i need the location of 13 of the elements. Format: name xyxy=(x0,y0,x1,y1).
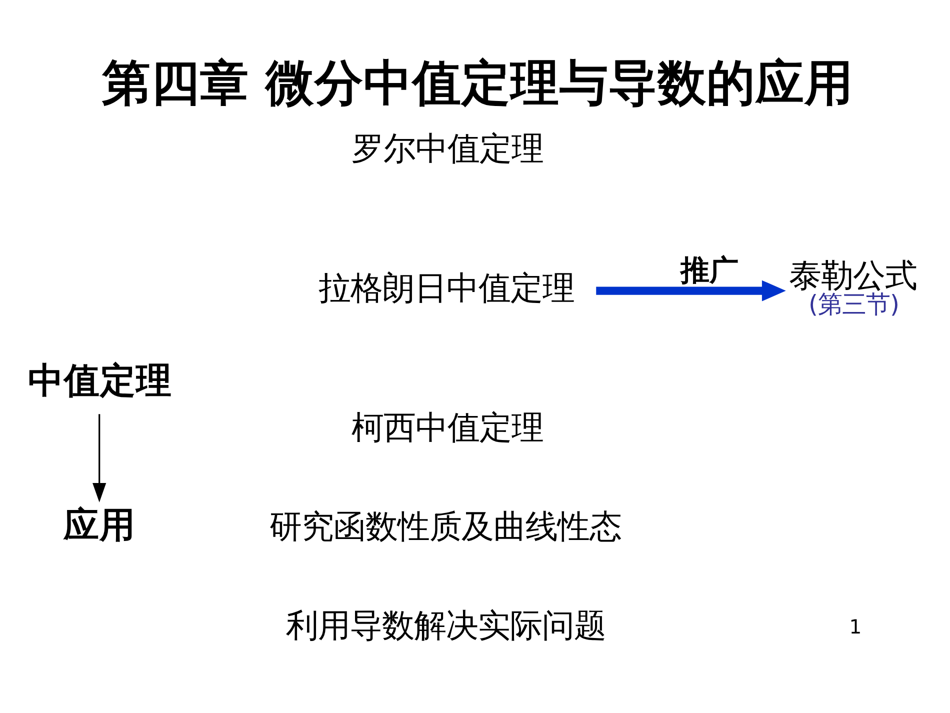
arrow xyxy=(596,280,786,302)
diagram-title: 第四章 微分中值定理与导数的应用 xyxy=(102,55,854,112)
node-text: 应用 xyxy=(64,504,136,546)
node-text: 罗尔中值定理 xyxy=(352,129,544,168)
node-text: 柯西中值定理 xyxy=(352,408,544,446)
node-text: 中值定理 xyxy=(28,360,172,402)
arrow xyxy=(92,414,106,502)
label: 1 xyxy=(849,615,862,638)
node-text: 利用导数解决实际问题 xyxy=(286,606,606,644)
node-label: (第三节) xyxy=(808,290,900,319)
node-text: 研究函数性质及曲线性态 xyxy=(270,507,622,546)
edge-label: 推广 xyxy=(680,253,738,288)
node-text: 拉格朗日中值定理 xyxy=(318,268,574,307)
